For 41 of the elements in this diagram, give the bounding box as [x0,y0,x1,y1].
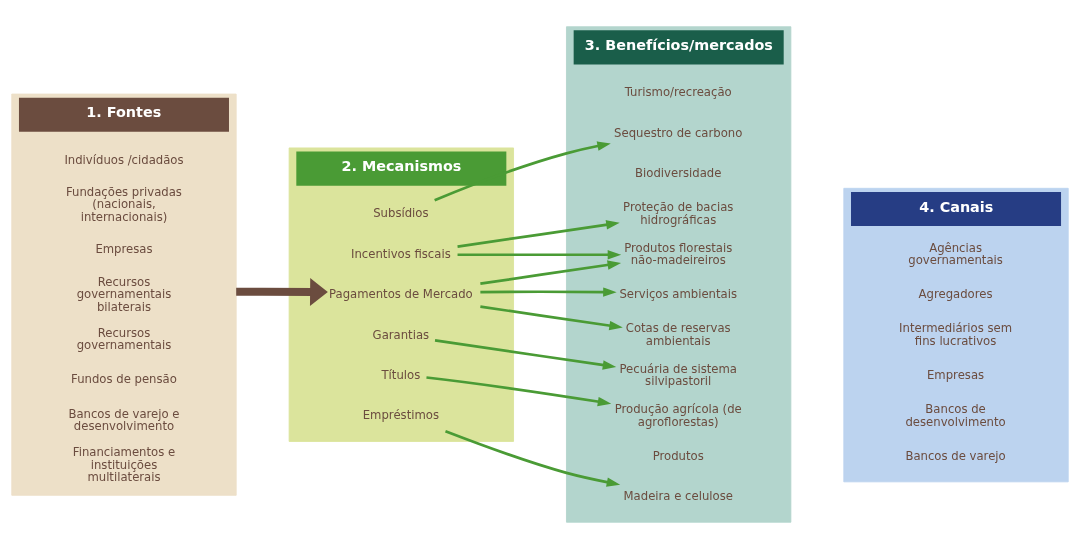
node-text: Incentivos fiscais [351,246,451,261]
arrow [457,219,620,248]
node-text: Fundações privadas (nacionais, internacionais) [65,184,182,224]
node-text: Bancos de varejo e desenvolvimento [68,406,180,433]
node-text: Produtos [652,448,704,463]
node-text: Subsídios [373,205,429,220]
node-text: Garantias [372,327,430,342]
node-text: Indivíduos /cidadãos [64,152,184,167]
node-text: Cotas de reservas ambientais [625,320,731,348]
node-text: Fundos de pensão [71,371,177,386]
arrow [457,249,622,259]
node-text: Agências governamentais [908,240,1003,267]
node-text: Serviços ambientais [619,286,737,301]
arrow [445,429,621,487]
arrow [480,259,622,285]
node-text: Empréstimos [362,407,440,422]
node-text: Madeira e celulose [623,488,733,503]
node-text: Bancos de varejo [905,448,1006,463]
node-text: Turismo/recreação [624,84,732,99]
node-text: Agregadores [918,286,993,301]
node-text: Empresas [927,367,985,382]
node-text: Pagamentos de Mercado [329,286,473,301]
node-text: Sequestro de carbono [614,125,743,140]
node-text: Biodiversidade [635,165,722,180]
node-text: Produção agrícola (de agroflorestas) [614,401,742,429]
node-text: Títulos [381,367,421,382]
node-text: Recursos governamentais [76,325,172,352]
node-text: Empresas [95,241,153,256]
arrow [480,286,617,297]
arrow [434,140,611,201]
arrow [480,304,623,330]
node-text: Pecuária de sistema silvipastoril [619,361,737,388]
node-text: Bancos de desenvolvimento [905,401,1006,429]
node-text: Financiamentos e instituições multilaterais [72,444,176,484]
arrow [236,277,328,306]
node-text: Recursos governamentais bilaterais [76,274,172,314]
arrow [434,338,617,370]
node-text: Proteção de bacias hidrográficas [623,199,734,227]
arrow [426,375,612,406]
node-text: Produtos florestais não-madeireiros [624,240,733,267]
node-text: Intermediários sem fins lucrativos [899,320,1013,348]
